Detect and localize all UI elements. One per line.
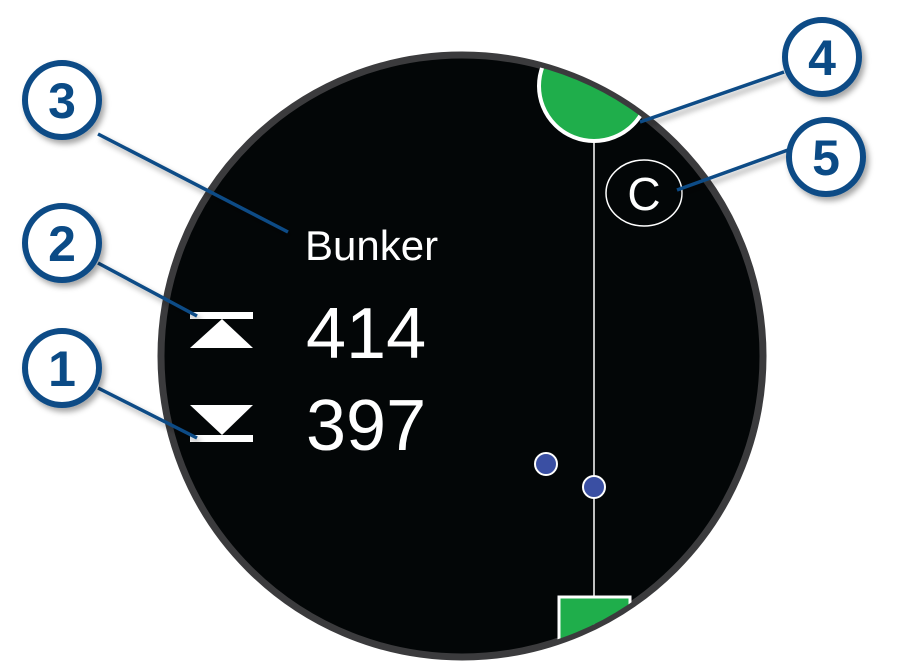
hazard-label: Bunker — [305, 222, 438, 269]
callout-line-4 — [639, 70, 785, 124]
callout-line-2 — [97, 261, 198, 318]
far-distance: 414 — [306, 294, 426, 374]
callout-line-5 — [676, 148, 789, 192]
near-distance: 397 — [306, 386, 426, 466]
layup-marker-label: C — [627, 168, 660, 220]
carry-near-icon — [190, 405, 253, 442]
callout-3: 3 — [22, 60, 102, 140]
callout-2: 2 — [22, 203, 102, 283]
layup-marker[interactable]: C — [605, 159, 683, 227]
carry-far-icon — [190, 312, 253, 348]
callout-1: 1 — [22, 328, 102, 408]
hazard-dot — [534, 452, 558, 476]
tee-box-icon — [557, 595, 632, 655]
svg-text:5: 5 — [812, 130, 840, 186]
svg-text:2: 2 — [48, 216, 76, 272]
callout-4: 4 — [782, 17, 862, 97]
svg-text:4: 4 — [808, 30, 836, 86]
svg-text:1: 1 — [48, 341, 76, 397]
position-dot — [582, 475, 606, 499]
watch-face — [157, 51, 767, 661]
callout-line-1 — [97, 386, 198, 440]
svg-text:3: 3 — [48, 73, 76, 129]
callout-5: 5 — [786, 117, 866, 197]
callout-line-3 — [97, 132, 289, 234]
